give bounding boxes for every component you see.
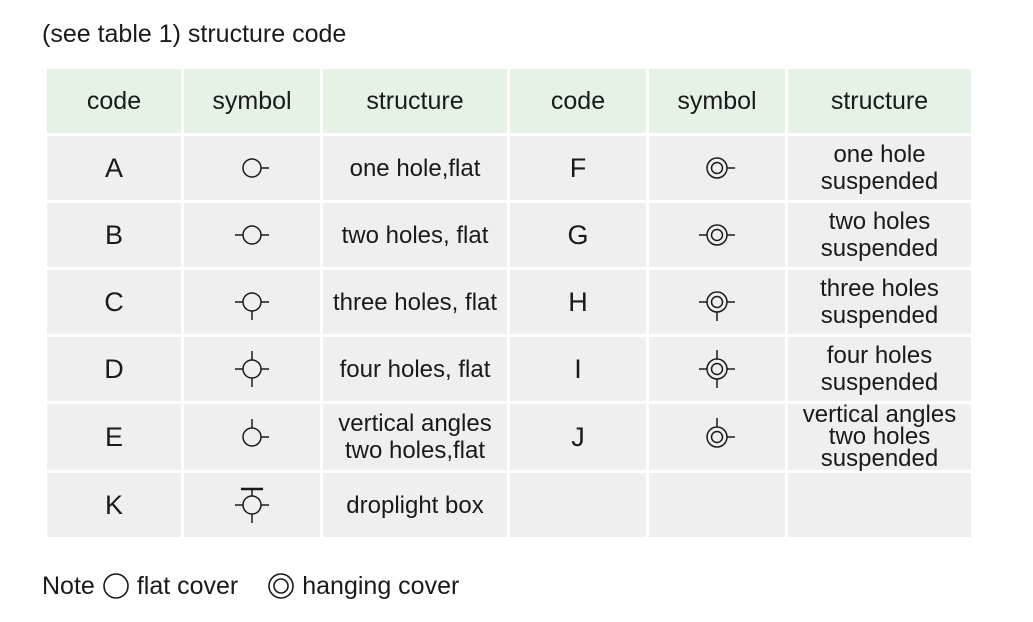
hanging-two-holes-icon	[699, 224, 735, 246]
code-cell: I	[507, 334, 649, 404]
symbol-cell	[646, 334, 788, 404]
header-symbol: symbol	[181, 66, 323, 136]
structure-line: four holes	[826, 342, 933, 369]
structure-cell: two holes, flat	[320, 200, 510, 270]
structure-line: vertical angles	[802, 401, 957, 428]
code-value: F	[569, 152, 587, 183]
code-value: B	[104, 219, 123, 250]
symbol-cell	[181, 200, 323, 270]
header-code: code	[44, 66, 184, 136]
flat-vertical-angles-icon	[242, 419, 269, 447]
code-value: A	[104, 152, 123, 183]
double-circle-icon	[268, 573, 295, 599]
symbol-cell	[646, 267, 788, 337]
structure-cell: three holes, flat	[320, 267, 510, 337]
code-value: E	[104, 421, 123, 452]
note-legend: Note flat cover hanging cover	[42, 568, 459, 604]
code-cell: D	[44, 334, 184, 404]
single-circle-icon	[103, 573, 129, 599]
structure-line: two holes,flat	[344, 437, 486, 464]
header-structure: structure	[785, 66, 974, 136]
hanging-cover-label: hanging cover	[302, 572, 460, 600]
code-value: K	[104, 489, 123, 520]
symbol-cell	[181, 267, 323, 337]
symbol-cell	[646, 133, 788, 203]
structure-cell: droplight box	[320, 470, 510, 540]
page-title: (see table 1) structure code	[42, 20, 347, 48]
symbol-cell	[646, 470, 788, 540]
symbol-cell	[181, 133, 323, 203]
structure-line: suspended	[820, 168, 939, 195]
table-header-row: code symbol structure code symbol struct…	[44, 66, 974, 136]
structure-cell: one hole,flat	[320, 133, 510, 203]
droplight-box-icon	[235, 487, 269, 523]
flat-two-holes-icon	[235, 225, 269, 245]
code-cell	[507, 470, 649, 540]
code-cell: F	[507, 133, 649, 203]
code-cell: J	[507, 401, 649, 473]
structure-line: three holes	[820, 275, 939, 302]
code-value: J	[571, 421, 585, 452]
flat-four-holes-icon	[235, 351, 269, 387]
code-cell: G	[507, 200, 649, 270]
structure-line: vertical angles	[338, 410, 492, 437]
structure-cell: four holes, flat	[320, 334, 510, 404]
symbol-cell	[181, 334, 323, 404]
code-value: H	[568, 286, 588, 317]
structure-line: two holes	[828, 208, 931, 235]
code-value: I	[574, 353, 582, 384]
code-cell: B	[44, 200, 184, 270]
structure-line: two holes	[828, 423, 931, 450]
structure-line: suspended	[820, 302, 939, 329]
header-code: code	[507, 66, 649, 136]
structure-line: two holes, flat	[341, 221, 489, 249]
hanging-vertical-angles-icon	[706, 418, 735, 448]
code-cell: A	[44, 133, 184, 203]
symbol-cell	[646, 401, 788, 473]
symbol-cell	[646, 200, 788, 270]
code-value: D	[104, 353, 124, 384]
code-cell: K	[44, 470, 184, 540]
structure-line: suspended	[820, 369, 939, 396]
structure-line: one hole,flat	[349, 154, 481, 182]
structure-line: one hole	[833, 141, 926, 168]
structure-line: suspended	[820, 235, 939, 262]
structure-line: droplight box	[346, 491, 484, 519]
hanging-three-holes-icon	[699, 291, 735, 321]
code-value: G	[567, 219, 589, 250]
structure-code-table: code symbol structure code symbol struct…	[44, 66, 974, 540]
flat-three-holes-icon	[235, 292, 269, 320]
hanging-four-holes-icon	[699, 350, 735, 388]
code-value: C	[104, 286, 124, 317]
code-cell: H	[507, 267, 649, 337]
hanging-one-hole-icon	[706, 157, 735, 179]
code-cell: C	[44, 267, 184, 337]
flat-one-hole-icon	[242, 158, 269, 178]
structure-line: three holes, flat	[332, 288, 498, 316]
structure-line: four holes, flat	[339, 355, 491, 383]
structure-line: suspended	[820, 445, 939, 472]
flat-cover-label: flat cover	[136, 572, 239, 600]
header-structure: structure	[320, 66, 510, 136]
note-label: Note	[42, 572, 95, 600]
header-symbol: symbol	[646, 66, 788, 136]
structure-cell	[785, 470, 974, 540]
code-cell: E	[44, 401, 184, 473]
symbol-cell	[181, 470, 323, 540]
symbol-cell	[181, 401, 323, 473]
